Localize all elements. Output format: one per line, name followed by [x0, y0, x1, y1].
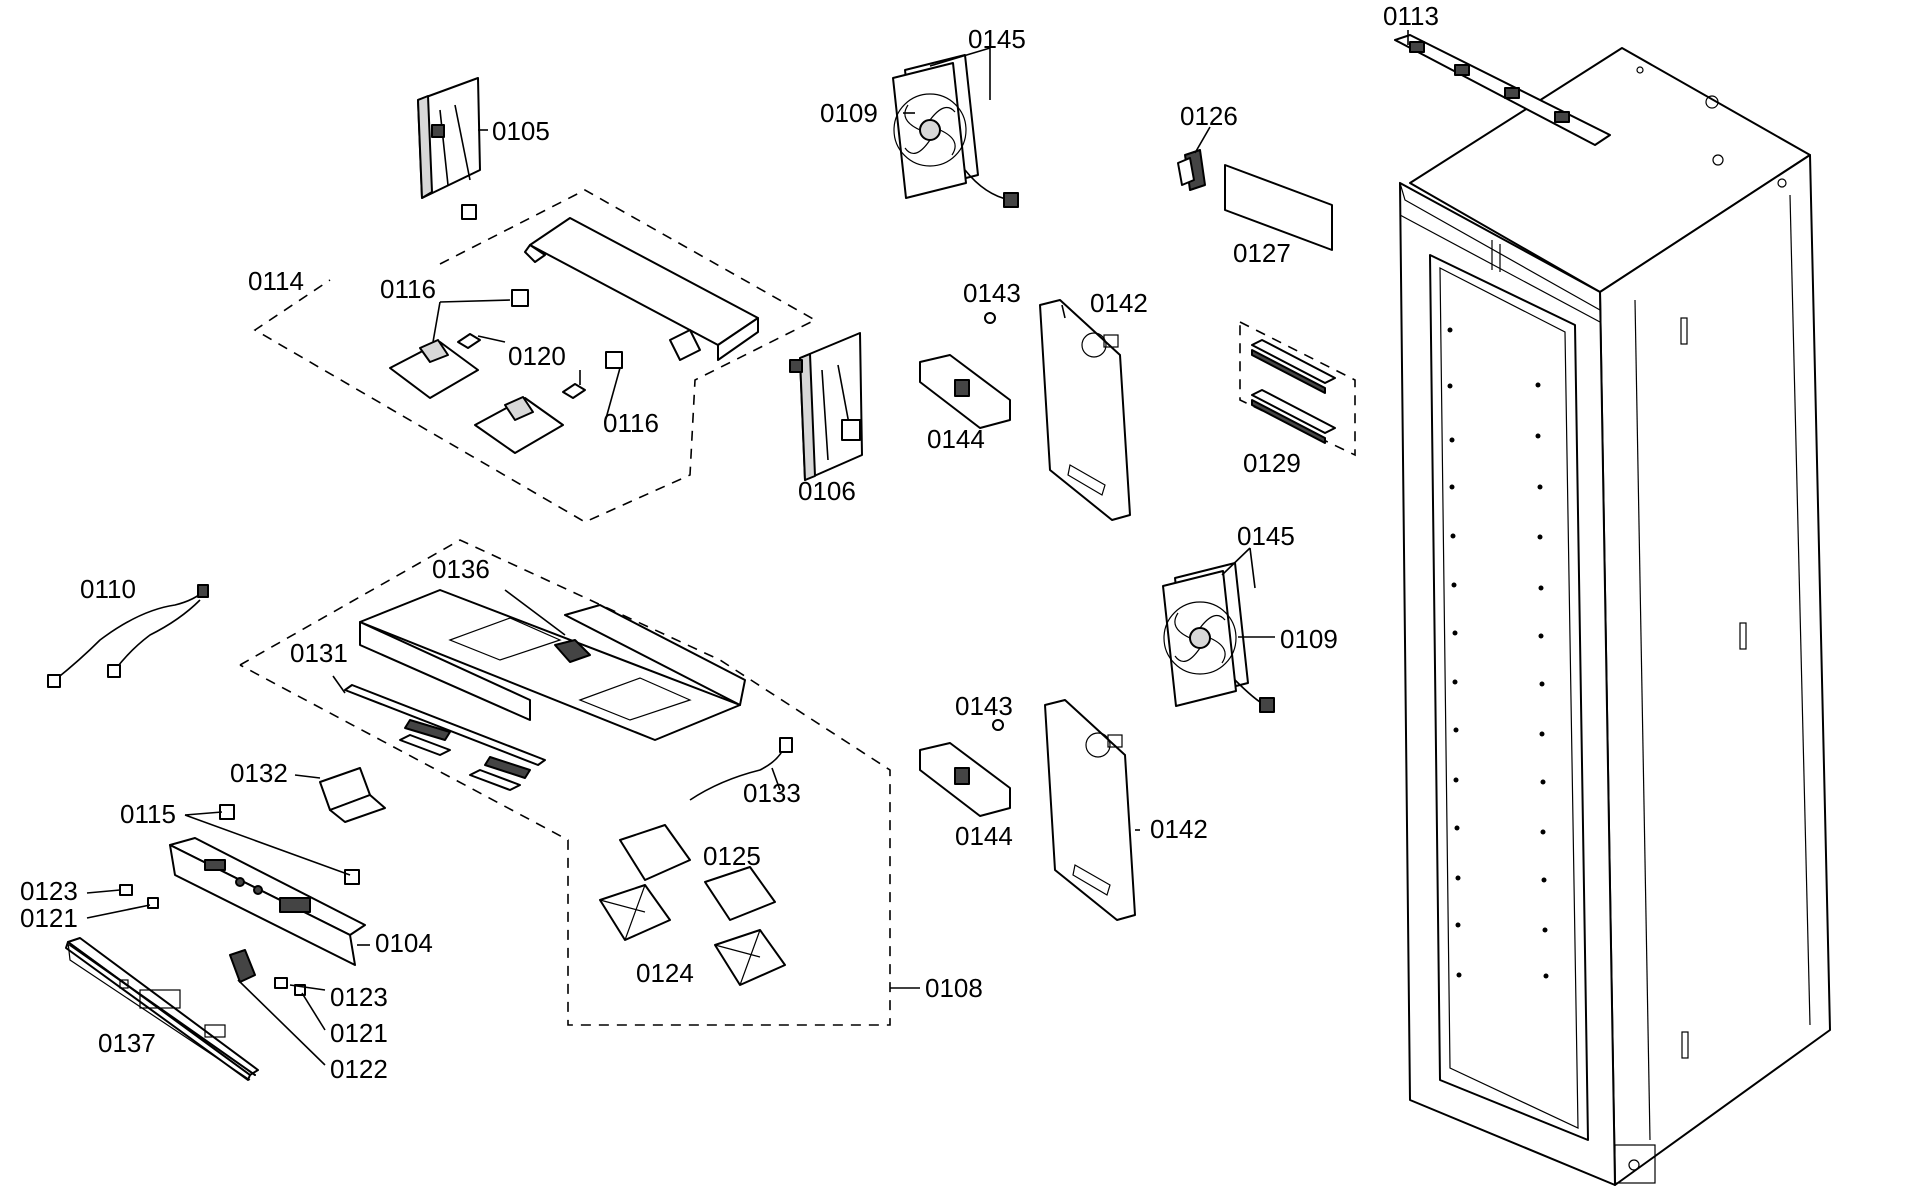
assembly-group-0108 — [239, 539, 891, 1026]
plate-part-0144-mid — [919, 742, 1011, 817]
panel-part-0142-mid — [992, 699, 1136, 921]
label-0109-top: 0109 — [820, 98, 878, 128]
label-0144-mid: 0144 — [955, 821, 1013, 851]
strips-part-0129 — [1239, 321, 1356, 457]
leader-lines — [86, 30, 1409, 1066]
panel-part-0142-top — [984, 299, 1131, 521]
label-0115: 0115 — [120, 799, 176, 829]
bracket-part-0105 — [417, 77, 481, 220]
label-part-0127 — [1224, 164, 1333, 251]
switch-part-0126 — [1177, 149, 1206, 191]
control-panel-part-0104 — [119, 804, 366, 996]
label-0104: 0104 — [375, 928, 433, 958]
fan-part-0109-top — [892, 54, 1019, 208]
label-0116-b: 0116 — [603, 408, 659, 438]
label-0143-top: 0143 — [963, 278, 1021, 308]
label-0144-top: 0144 — [927, 424, 985, 454]
label-0136: 0136 — [432, 554, 490, 584]
label-0129: 0129 — [1243, 448, 1301, 478]
label-0142-top: 0142 — [1090, 288, 1148, 318]
label-0145-mid: 0145 — [1237, 521, 1295, 551]
label-0121-b: 0121 — [330, 1018, 388, 1048]
label-0137: 0137 — [98, 1028, 156, 1058]
label-0120: 0120 — [508, 341, 566, 371]
label-0105: 0105 — [492, 116, 550, 146]
fan-part-0109-mid — [1162, 562, 1275, 713]
label-0116-a: 0116 — [380, 274, 436, 304]
bracket-part-0106 — [789, 332, 863, 481]
plate-part-0144-top — [919, 354, 1011, 429]
label-0121-a: 0121 — [20, 903, 78, 933]
harness-part-0110 — [47, 584, 209, 688]
label-0133: 0133 — [743, 778, 801, 808]
label-0113: 0113 — [1383, 1, 1439, 31]
label-0123-a: 0123 — [20, 876, 78, 906]
label-0131: 0131 — [290, 638, 348, 668]
label-0109-mid: 0109 — [1280, 624, 1338, 654]
label-0125: 0125 — [703, 841, 761, 871]
label-0114: 0114 — [248, 266, 304, 296]
label-0124: 0124 — [636, 958, 694, 988]
label-0126: 0126 — [1180, 101, 1238, 131]
label-0142-mid: 0142 — [1150, 814, 1208, 844]
part-labels: 0113 0145 0109 0105 0126 0127 0114 0116 … — [20, 1, 1439, 1084]
label-0127: 0127 — [1233, 238, 1291, 268]
label-0108: 0108 — [925, 973, 983, 1003]
label-0132: 0132 — [230, 758, 288, 788]
cabinet-part-0113 — [1394, 34, 1831, 1186]
assembly-group-0114 — [253, 189, 817, 523]
label-0106: 0106 — [798, 476, 856, 506]
label-0110: 0110 — [80, 574, 136, 604]
label-0123-b: 0123 — [330, 982, 388, 1012]
label-0145-top: 0145 — [968, 24, 1026, 54]
fascia-part-0137 — [65, 937, 259, 1081]
label-0122: 0122 — [330, 1054, 388, 1084]
label-0143-mid: 0143 — [955, 691, 1013, 721]
